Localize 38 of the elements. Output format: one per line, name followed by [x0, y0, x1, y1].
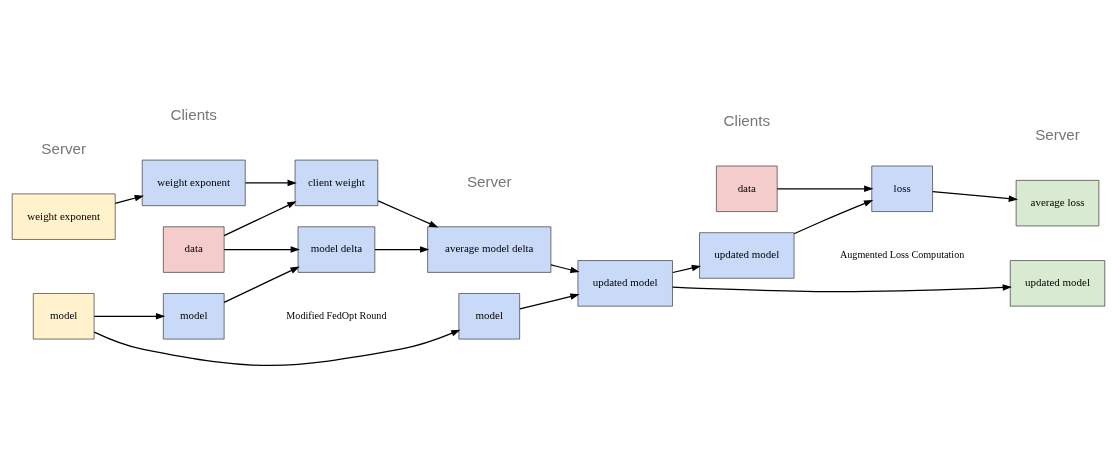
node-box: data [716, 165, 778, 212]
label: Server [1035, 125, 1080, 143]
arrow [519, 292, 580, 310]
label: Clients [723, 111, 771, 129]
arrow [377, 199, 439, 227]
label: Server [41, 139, 87, 157]
arrow [223, 266, 300, 303]
arrow [93, 329, 461, 366]
label: Augmented Loss Computation [840, 248, 965, 260]
arrow [244, 179, 297, 186]
node-box: model [163, 292, 225, 339]
arrow [550, 263, 580, 273]
arrow [114, 194, 144, 204]
arrow [672, 264, 702, 273]
arrow [93, 312, 166, 320]
label: Server [466, 172, 512, 190]
node-box: weight exponent [11, 193, 116, 240]
label: Clients [170, 105, 217, 123]
node-box: data [163, 225, 225, 273]
arrow [672, 283, 1012, 292]
node-box: model delta [297, 225, 376, 273]
node-box: loss [871, 165, 933, 212]
node-box: average model delta [427, 225, 552, 273]
node-box: average loss [1015, 179, 1100, 226]
node-box: model [458, 292, 520, 339]
arrow [793, 199, 874, 234]
arrow [776, 185, 874, 192]
node-box: model [32, 292, 95, 339]
label: Modified FedOpt Round [286, 309, 387, 321]
arrow [223, 245, 300, 253]
node-box: updated model [699, 231, 795, 279]
node-box: client weight [294, 159, 379, 206]
arrow [374, 245, 430, 253]
node-box: updated model [1009, 259, 1106, 306]
arrow [932, 190, 1018, 202]
arrow [223, 200, 297, 236]
node-box: weight exponent [141, 159, 246, 206]
node-box: updated model [577, 259, 673, 306]
